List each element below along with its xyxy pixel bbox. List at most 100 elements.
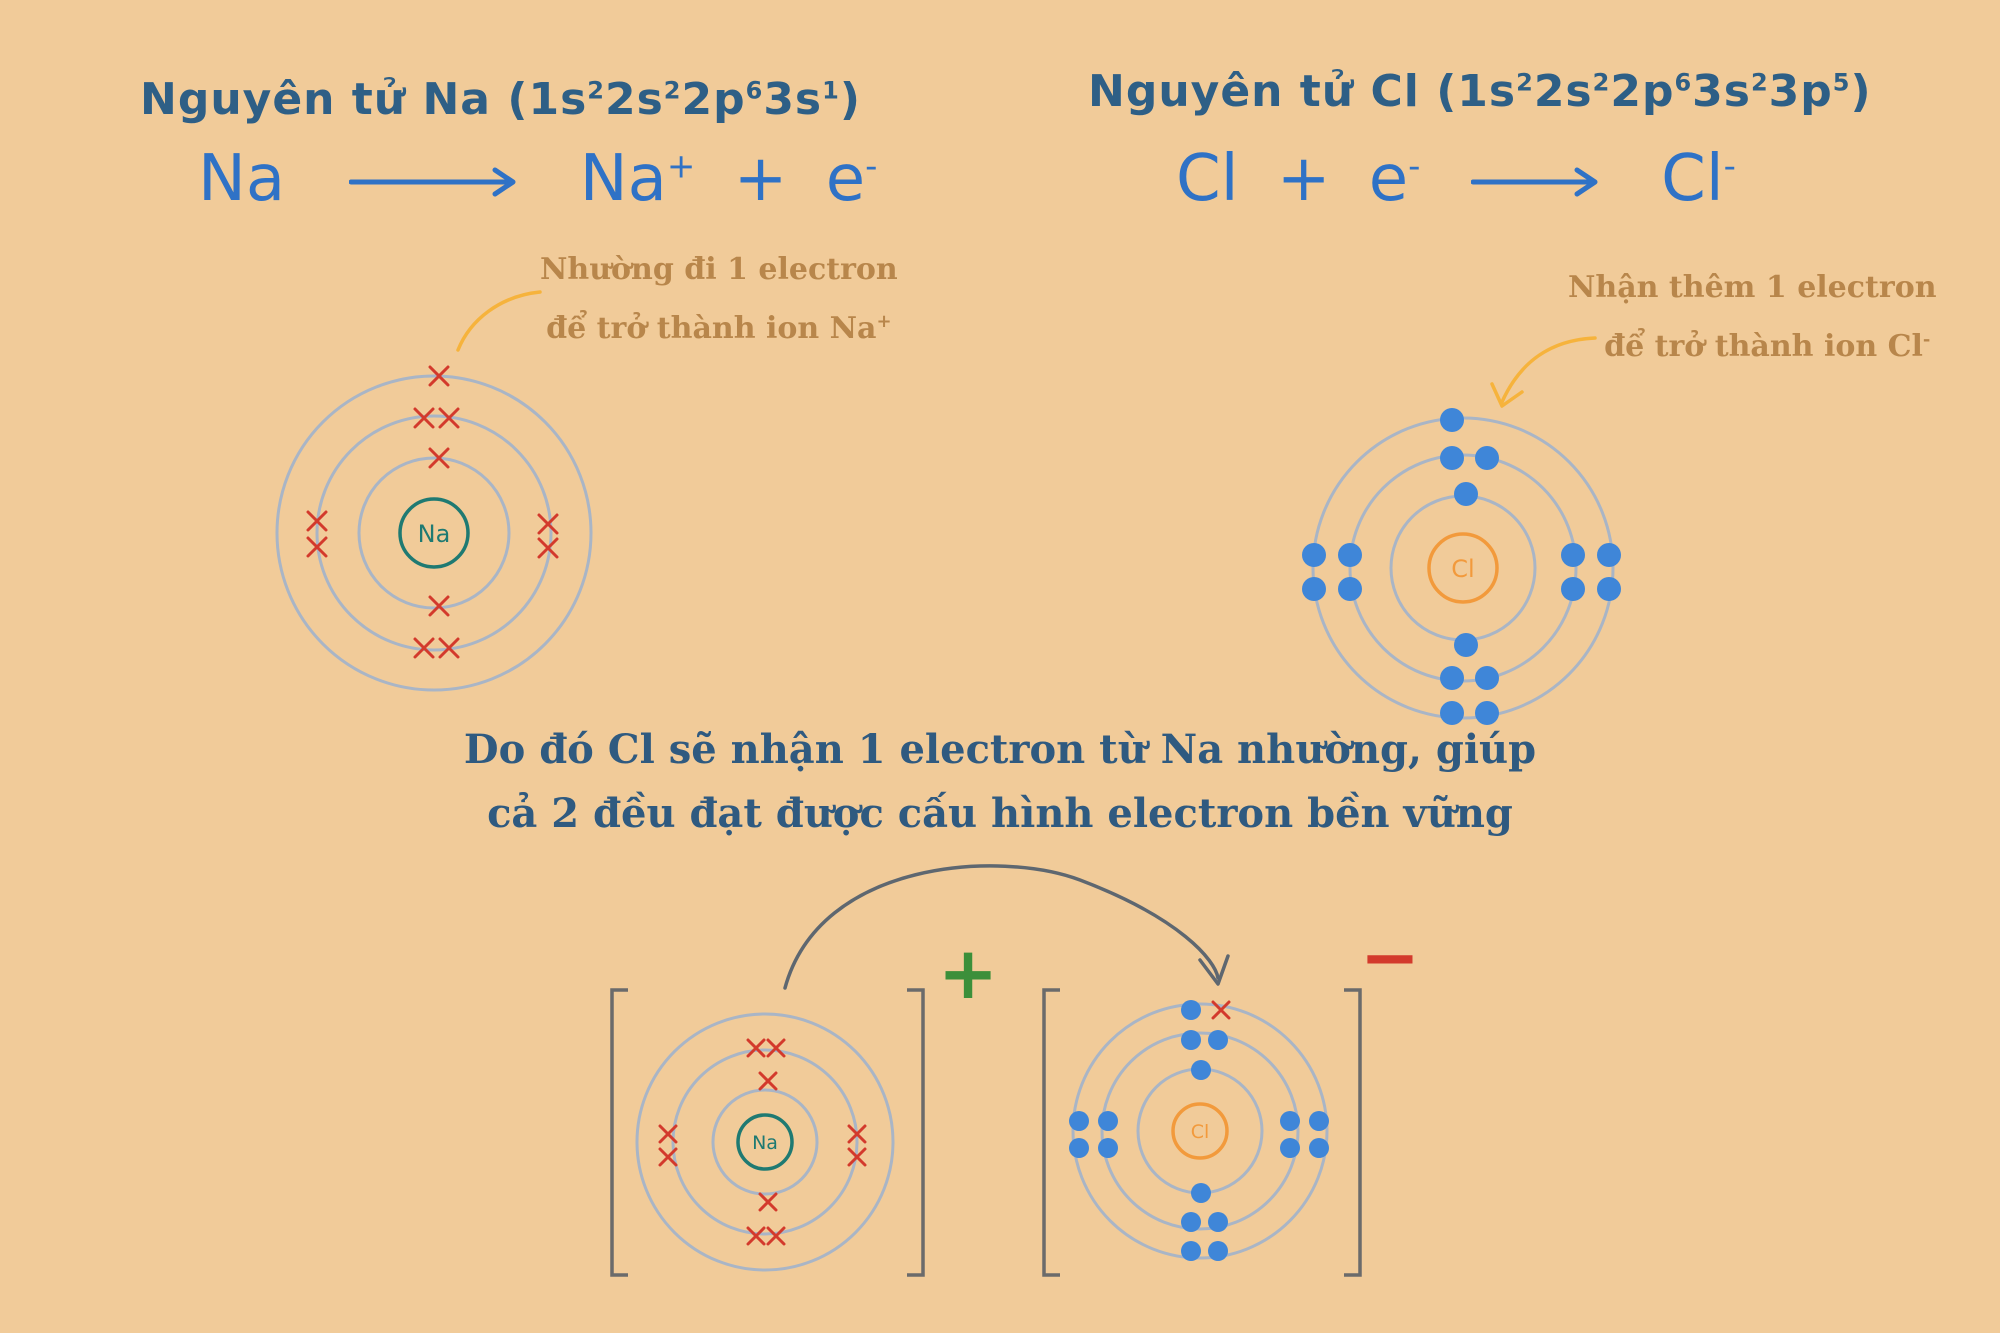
cl-config-5-base: 3p: [1768, 66, 1833, 117]
cl-ion-electron: [1098, 1111, 1118, 1131]
cl-eq-right-charge: -: [1723, 146, 1736, 187]
cl-electron: [1440, 408, 1464, 432]
na-ion-electrons: [658, 1038, 867, 1246]
na-note: Nhường đi 1 electron để trở thành ion Na…: [540, 244, 898, 355]
na-title: Nguyên tử Na (1s22s22p63s1): [140, 74, 861, 125]
na-ion-electron: [758, 1071, 778, 1091]
cl-note: Nhận thêm 1 electron để trở thành ion Cl…: [1568, 262, 1937, 373]
na-electron: [413, 637, 435, 659]
na-ion-shell-1: [711, 1088, 819, 1196]
cl-eq-left: Cl: [1176, 142, 1239, 216]
cl-ion-electron: [1181, 1241, 1201, 1261]
na-ion-shell-2: [671, 1048, 859, 1236]
cl-ion-charge: −: [1360, 915, 1420, 999]
na-ion-electron: [658, 1124, 678, 1144]
na-config-3-base: 2p: [681, 74, 746, 125]
na-electrons: [306, 365, 559, 659]
cl-ion-electron: [1181, 1212, 1201, 1232]
cl-ion-electron: [1069, 1138, 1089, 1158]
cl-note-line1: Nhận thêm 1 electron: [1568, 270, 1937, 305]
na-note-charge: +: [876, 311, 892, 332]
cl-equation: Cl + e- Cl-: [1176, 142, 1736, 216]
cl-electron: [1454, 482, 1478, 506]
cl-electron: [1338, 543, 1362, 567]
na-nucleus-label: Na: [418, 520, 451, 548]
na-ion-shell-3: [635, 1012, 895, 1272]
cl-ion-electron: [1208, 1241, 1228, 1261]
na-electron: [537, 513, 559, 535]
na-eq-electron: e: [825, 142, 866, 216]
cl-ion-electron: [1280, 1138, 1300, 1158]
cl-eq-arrow-icon: [1470, 167, 1598, 197]
cl-ion-electrons: [1069, 1000, 1329, 1261]
na-eq-electron-charge: -: [865, 146, 878, 187]
cl-eq-right: Cl: [1661, 142, 1724, 216]
na-ion-electron: [658, 1147, 678, 1167]
cl-config-2-base: 2s: [1533, 66, 1593, 117]
transferred-electron: [1211, 1000, 1231, 1020]
cl-ion-shell-3: [1071, 1002, 1329, 1260]
cl-ion-electron: [1208, 1212, 1228, 1232]
cl-electron: [1475, 701, 1499, 725]
cl-ion-electron: [1309, 1138, 1329, 1158]
na-electron: [438, 407, 460, 429]
na-config: (1s22s22p63s1): [507, 74, 861, 125]
cl-electron: [1561, 543, 1585, 567]
cl-ion-electron: [1069, 1111, 1089, 1131]
na-config-2-sup: 2: [663, 76, 682, 105]
electron-transfer-arrow: [783, 864, 1220, 990]
na-electron: [306, 510, 328, 532]
na-ion-electron: [746, 1226, 766, 1246]
cl-config-2-sup: 2: [1592, 68, 1611, 97]
cl-ion-nucleus: [1171, 1102, 1229, 1160]
cl-ion-electron: [1309, 1111, 1329, 1131]
na-electron: [428, 365, 450, 387]
na-note-line1: Nhường đi 1 electron: [540, 252, 898, 287]
cl-config: (1s22s22p63s23p5): [1436, 66, 1872, 117]
summary: Do đó Cl sẽ nhận 1 electron từ Na nhường…: [0, 718, 2000, 846]
cl-eq-plus: +: [1276, 142, 1331, 216]
cl-config-4-base: 3s: [1692, 66, 1751, 117]
cl-electron: [1302, 577, 1326, 601]
na-ion-electron: [746, 1038, 766, 1058]
na-ion-electron: [847, 1147, 867, 1167]
cl-electron: [1440, 446, 1464, 470]
cl-electron: [1475, 666, 1499, 690]
summary-line2: cả 2 đều đạt được cấu hình electron bền …: [487, 790, 1513, 837]
na-ion-electron: [766, 1038, 786, 1058]
na-ion-electron: [766, 1226, 786, 1246]
na-shell-1: [357, 456, 511, 610]
na-electron: [537, 537, 559, 559]
cl-eq-electron-charge: -: [1408, 146, 1421, 187]
cl-ion-electron: [1191, 1060, 1211, 1080]
na-ion-electron: [847, 1124, 867, 1144]
cl-ion-electron: [1280, 1111, 1300, 1131]
cl-electron: [1597, 543, 1621, 567]
cl-config-5-sup: 5: [1832, 68, 1851, 97]
na-config-4-sup: 1: [822, 76, 840, 105]
cl-ion-electron: [1191, 1183, 1211, 1203]
cl-ion-electron: [1208, 1030, 1228, 1050]
cl-ion-electron: [1181, 1000, 1201, 1020]
cl-eq-electron: e: [1368, 142, 1409, 216]
cl-ion-bracket-right: [1344, 988, 1362, 1277]
na-electron: [306, 536, 328, 558]
cl-ion: Cl −: [1042, 915, 1420, 1277]
cl-electron: [1338, 577, 1362, 601]
na-config-1-base: 1s: [528, 74, 588, 125]
cl-config-4-sup: 2: [1750, 68, 1769, 97]
na-ion-bracket-left: [610, 988, 628, 1277]
na-title-text: Nguyên tử Na: [140, 74, 492, 125]
na-eq-right: Na: [579, 142, 667, 216]
na-ion-electron: [758, 1192, 778, 1212]
na-electron: [413, 407, 435, 429]
na-note-pointer: [456, 290, 542, 352]
cl-note-charge: -: [1922, 329, 1931, 350]
cl-electrons: [1302, 408, 1621, 725]
summary-line1: Do đó Cl sẽ nhận 1 electron từ Na nhường…: [463, 726, 1537, 773]
cl-ion-bracket-left: [1042, 988, 1060, 1277]
na-eq-plus: +: [733, 142, 788, 216]
na-config-1-sup: 2: [587, 76, 605, 105]
na-config-4-base: 3s: [763, 74, 823, 125]
